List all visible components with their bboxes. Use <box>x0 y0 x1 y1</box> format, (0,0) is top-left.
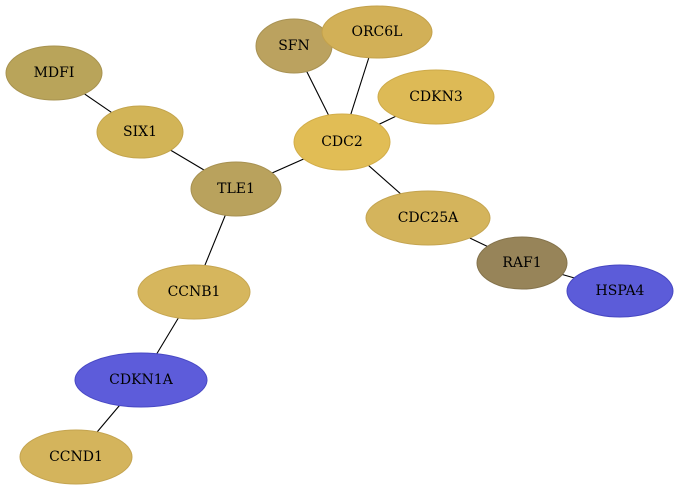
node-label: CDKN1A <box>109 372 174 388</box>
node-hspa4[interactable]: HSPA4 <box>566 264 674 318</box>
node-cdkn1a[interactable]: CDKN1A <box>74 352 208 408</box>
node-label: CCNB1 <box>168 284 221 300</box>
node-tle1[interactable]: TLE1 <box>190 161 282 217</box>
node-ellipse[interactable] <box>293 113 391 171</box>
node-ellipse[interactable] <box>5 45 103 101</box>
node-ellipse[interactable] <box>365 190 491 246</box>
node-ccnb1[interactable]: CCNB1 <box>137 264 251 320</box>
node-ellipse[interactable] <box>190 161 282 217</box>
node-ellipse[interactable] <box>566 264 674 318</box>
node-mdfi[interactable]: MDFI <box>5 45 103 101</box>
node-ccnd1[interactable]: CCND1 <box>19 429 133 485</box>
node-label: SFN <box>278 38 310 54</box>
node-ellipse[interactable] <box>19 429 133 485</box>
node-label: CCND1 <box>49 449 103 465</box>
node-ellipse[interactable] <box>137 264 251 320</box>
node-ellipse[interactable] <box>476 236 568 290</box>
node-sfn[interactable]: SFN <box>255 18 333 74</box>
node-ellipse[interactable] <box>96 105 184 159</box>
node-label: ORC6L <box>352 24 403 40</box>
node-label: RAF1 <box>502 255 541 271</box>
node-ellipse[interactable] <box>74 352 208 408</box>
node-label: TLE1 <box>217 181 255 197</box>
node-label: SIX1 <box>123 124 157 140</box>
node-label: CDC25A <box>398 210 459 226</box>
node-label: CDKN3 <box>409 89 463 105</box>
node-cdc2[interactable]: CDC2 <box>293 113 391 171</box>
node-cdkn3[interactable]: CDKN3 <box>377 69 495 125</box>
node-label: CDC2 <box>321 134 363 150</box>
node-six1[interactable]: SIX1 <box>96 105 184 159</box>
node-ellipse[interactable] <box>321 5 433 59</box>
node-label: MDFI <box>34 65 75 81</box>
node-orc6l[interactable]: ORC6L <box>321 5 433 59</box>
node-ellipse[interactable] <box>377 69 495 125</box>
node-cdc25a[interactable]: CDC25A <box>365 190 491 246</box>
node-label: HSPA4 <box>596 283 645 299</box>
node-raf1[interactable]: RAF1 <box>476 236 568 290</box>
